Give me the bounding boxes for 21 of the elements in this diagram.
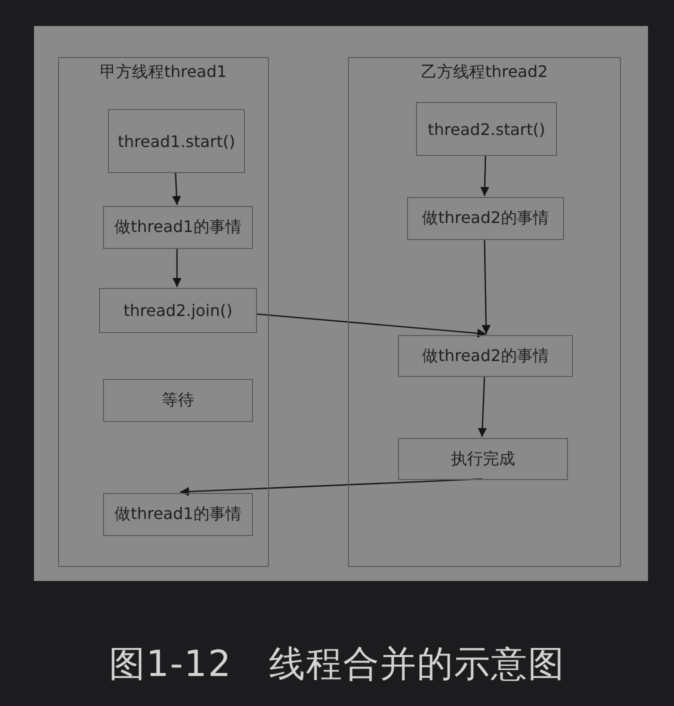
- process-box: 做thread2的事情: [407, 197, 564, 240]
- process-box: thread2.join(): [99, 288, 257, 333]
- swimlane: [348, 57, 621, 567]
- arrow: [482, 238, 491, 334]
- process-box: thread2.start(): [416, 102, 557, 156]
- arrow: [172, 172, 182, 206]
- process-box: 执行完成: [398, 438, 568, 480]
- process-box: 等待: [103, 379, 253, 422]
- arrow: [478, 376, 487, 438]
- process-box: thread1.start(): [108, 109, 245, 173]
- caption: 图1-12 线程合并的示意图: [108, 643, 566, 687]
- lane-title: 甲方线程thread1: [100, 62, 227, 83]
- arrow: [480, 154, 490, 196]
- lane-title: 乙方线程thread2: [421, 62, 548, 83]
- process-box: 做thread1的事情: [103, 493, 253, 536]
- process-box: 做thread1的事情: [103, 206, 253, 249]
- arrow: [172, 248, 182, 287]
- arrow: [256, 313, 486, 338]
- arrow: [180, 478, 482, 496]
- process-box: 做thread2的事情: [398, 335, 573, 377]
- swimlane: [58, 57, 269, 567]
